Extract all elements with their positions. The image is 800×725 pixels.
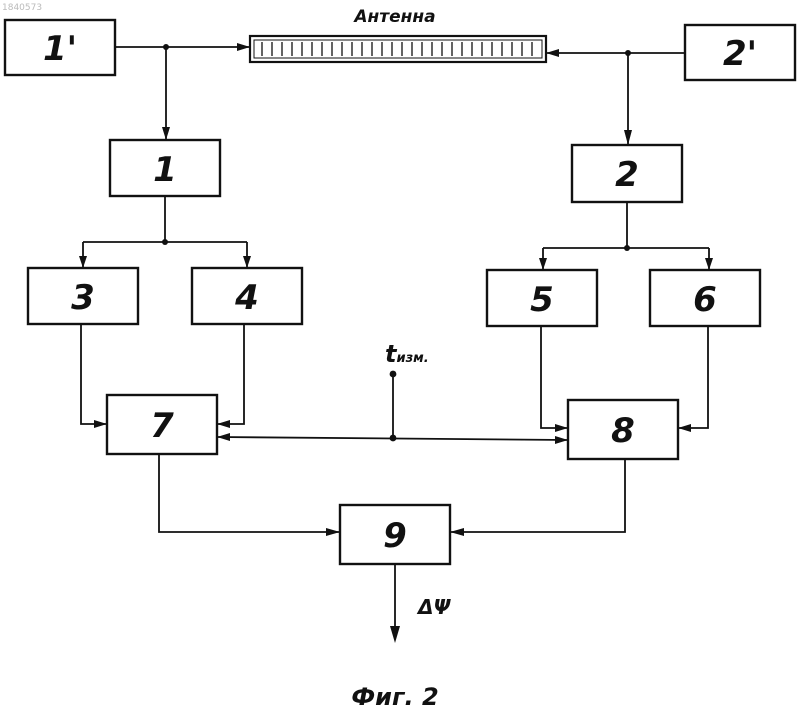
block-7: 7 (107, 395, 217, 454)
block-8-label: 8 (611, 411, 635, 451)
block-9: 9 (340, 505, 450, 564)
block-5-label: 5 (530, 280, 554, 320)
block-8: 8 (568, 400, 678, 459)
antenna-array (250, 36, 546, 62)
t-measure-label: tизм. (385, 340, 429, 368)
block-6-label: 6 (693, 280, 717, 320)
block-1-label: 1 (153, 150, 177, 190)
block-1-prime-label: 1' (43, 29, 77, 69)
block-2-label: 2 (615, 155, 639, 195)
block-6: 6 (650, 270, 760, 326)
block-1: 1 (110, 140, 220, 196)
block-7-label: 7 (150, 406, 174, 446)
block-4-label: 4 (234, 278, 259, 318)
archive-stamp: 1840573 (2, 3, 42, 13)
block-5: 5 (487, 270, 597, 326)
output-delta-psi-label: ΔΨ (416, 595, 451, 619)
block-1-prime: 1' (5, 20, 115, 75)
block-3: 3 (28, 268, 138, 324)
figure-caption: Фиг. 2 (351, 683, 438, 711)
block-2: 2 (572, 145, 682, 202)
block-4: 4 (192, 268, 302, 324)
block-2-prime-label: 2' (723, 34, 757, 74)
block-3-label: 3 (71, 278, 95, 318)
antenna-label: Антенна (352, 7, 435, 27)
block-2-prime: 2' (685, 25, 795, 80)
block-9-label: 9 (383, 516, 407, 556)
